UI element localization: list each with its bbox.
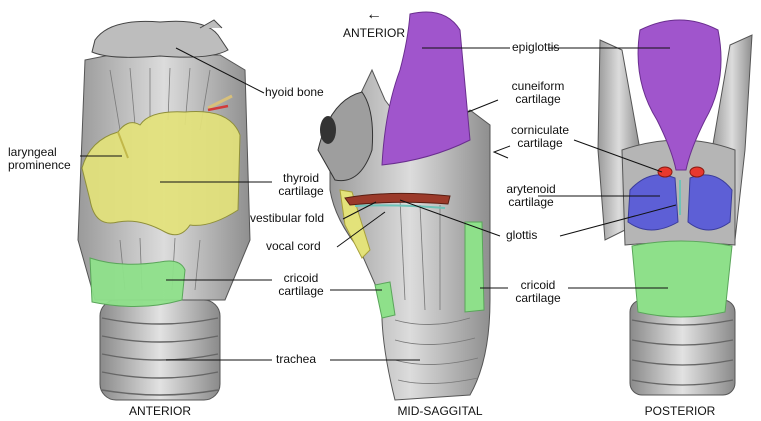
label-cricoid-cartilage-right-line2: cartilage [508, 292, 568, 305]
mid-sagittal-larynx [318, 12, 490, 400]
view-title-posterior: POSTERIOR [620, 404, 740, 418]
label-arytenoid-cartilage-line2: cartilage [496, 196, 566, 209]
label-cricoid-cartilage-left-line2: cartilage [272, 285, 330, 298]
direction-label: ANTERIOR [343, 27, 405, 40]
anterior-larynx [78, 20, 250, 400]
label-laryngeal-prominence-line2: prominence [8, 159, 71, 172]
label-hyoid-bone: hyoid bone [265, 86, 324, 99]
view-title-mid-saggital: MID-SAGGITAL [380, 404, 500, 418]
label-trachea: trachea [276, 353, 316, 366]
label-vestibular-fold: vestibular fold [250, 212, 324, 225]
label-vocal-cord: vocal cord [266, 240, 321, 253]
label-thyroid-cartilage-line2: cartilage [272, 185, 330, 198]
label-glottis: glottis [506, 229, 537, 242]
view-title-anterior: ANTERIOR [100, 404, 220, 418]
label-corniculate-cartilage-line2: cartilage [500, 137, 580, 150]
direction-arrow-icon: ← [366, 8, 382, 21]
label-cuneiform-cartilage-line2: cartilage [500, 93, 576, 106]
label-epiglottis: epiglottis [512, 41, 559, 54]
posterior-larynx [598, 20, 752, 395]
